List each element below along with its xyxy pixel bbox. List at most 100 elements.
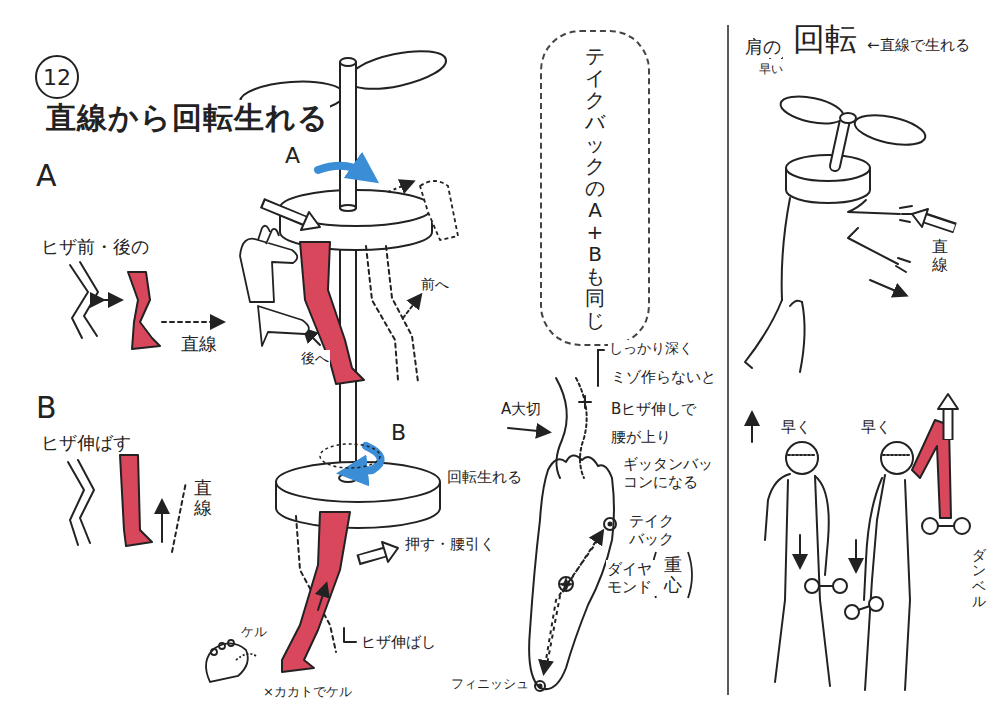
shoulder-figure-part <box>790 301 802 306</box>
dumbbell-figure-part <box>799 535 801 566</box>
double-arrow-part <box>943 408 954 440</box>
foot-sketch-part <box>211 649 217 655</box>
push-arrow-part <box>925 218 955 228</box>
label: 早く <box>780 418 812 436</box>
leg-b-part <box>282 512 350 672</box>
push-arrow-part <box>262 203 305 221</box>
dumbbell-figure-part <box>751 414 753 442</box>
label: テイクバック <box>628 512 678 548</box>
label: B <box>35 390 58 426</box>
dumbbell-figure-part <box>883 454 911 456</box>
knee-figure-b-part <box>161 502 163 542</box>
label: ヒザ前・後の <box>40 236 150 258</box>
label: A大切 <box>500 400 542 418</box>
push-arrow-part <box>912 209 928 227</box>
foot-outline-part <box>609 523 612 526</box>
knee-detail-part <box>508 428 548 432</box>
leg-b-part <box>344 628 356 642</box>
shoulder-figure-part <box>848 200 900 214</box>
shoulder-figure <box>745 52 928 372</box>
dumbbell-figure-part <box>865 475 885 690</box>
shoulder-figure-part <box>852 110 928 150</box>
label: 回転 <box>792 20 858 58</box>
foot-outline-part <box>529 455 614 689</box>
leg-b-part <box>318 585 326 610</box>
label: しっかり深く <box>608 340 694 357</box>
vertical-label: ダンベル <box>972 548 986 610</box>
shoulder-figure-part <box>840 113 856 123</box>
rotation-arrow-part <box>318 166 366 174</box>
callout-number-text: 12 <box>43 65 71 90</box>
dumbbell-figure-part <box>864 478 882 600</box>
knee-figure-b-part <box>120 455 152 546</box>
label: 肩の <box>744 36 782 58</box>
dumbbell-figure-part <box>815 476 829 575</box>
knee-figure-a-part <box>162 321 222 323</box>
dumbbell-figure-part <box>855 540 857 570</box>
push-arrow-part <box>360 552 386 559</box>
label: 直線 <box>180 333 218 355</box>
divider-line <box>727 25 729 695</box>
knee-detail-part <box>556 378 567 478</box>
shoulder-figure-part <box>782 198 790 300</box>
label: 腰が上り <box>610 428 672 446</box>
propeller-pole-part <box>340 205 356 211</box>
foot-sketch-part <box>228 640 234 646</box>
shoulder-figure-part <box>835 120 845 166</box>
foot-outline-part <box>559 577 573 591</box>
foot-sketch-part <box>236 654 256 660</box>
label: ←直線で生れる <box>866 36 971 54</box>
propeller-pole-part <box>340 58 356 66</box>
knee-figure-a-part <box>102 299 120 301</box>
propeller-pole-part <box>345 44 449 96</box>
label: 回転生れる <box>446 468 523 486</box>
label: ダイヤモンド <box>606 560 656 596</box>
note-box: テイクバックのA+Bも同じ <box>540 30 650 346</box>
push-arrow <box>262 182 412 562</box>
push-arrow <box>912 209 955 228</box>
label: ケル <box>240 624 268 640</box>
dumbbell-figure-part <box>775 480 788 682</box>
dumbbell-figure-part <box>788 454 816 456</box>
hands-part <box>420 181 458 240</box>
label: 早い <box>758 62 784 76</box>
dumbbell-figure-part <box>786 442 818 474</box>
foot-outline-part <box>539 685 542 688</box>
shoulder-figure-part <box>835 120 845 166</box>
knee-detail-part <box>576 378 587 478</box>
label: ミゾ作らないと <box>610 368 717 386</box>
push-arrow-part <box>382 542 398 562</box>
knee-figure-b-part <box>78 460 94 543</box>
foot-outline-part <box>535 681 545 691</box>
vertical-label: 直線 <box>194 478 212 518</box>
label: ヒザ伸ばす <box>40 432 132 454</box>
push-arrow-part <box>301 212 320 230</box>
dumbbell-figure-part <box>905 480 910 690</box>
label: A <box>284 143 301 169</box>
label: A <box>35 158 58 194</box>
knee-figure-b-part <box>68 462 84 545</box>
shoulder-figure-part <box>800 302 805 372</box>
foot-outline-part <box>544 540 598 672</box>
knee-figure-b-part <box>172 482 186 552</box>
dumbbell-figure-part <box>845 605 859 619</box>
shoulder-figure-part <box>848 228 898 264</box>
shoulder-figure-part <box>870 280 905 295</box>
label: 後へ <box>300 350 330 367</box>
shoulder-figure-part <box>745 300 782 368</box>
double-arrow-part <box>945 407 952 439</box>
double-arrow <box>938 394 958 440</box>
divider-line-part <box>727 25 729 695</box>
leg-a-part <box>366 246 418 382</box>
label: ×カカトでケル <box>262 684 353 700</box>
dumbbell-figure-part <box>922 518 938 534</box>
dumbbell-figure-part <box>954 518 970 534</box>
vertical-label: 直線 <box>932 238 948 273</box>
foot-outline-part <box>604 518 616 530</box>
label: ヒザ伸ばし <box>360 633 437 651</box>
leg-a-part <box>300 242 364 384</box>
label: 押す・腰引く <box>404 535 496 553</box>
label: Bヒザ伸しで <box>610 400 697 418</box>
push-arrow-part <box>264 204 306 221</box>
knee-figure-a-part <box>128 272 160 349</box>
